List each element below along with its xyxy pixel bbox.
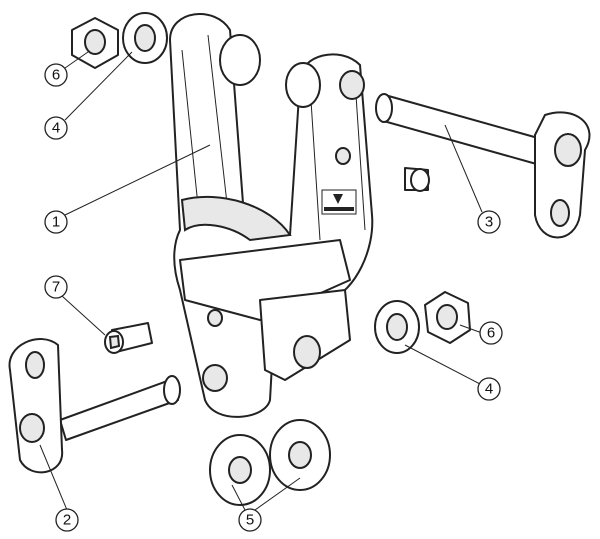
leader-lines [39,51,483,511]
svg-text:5: 5 [246,512,254,529]
nut-right [424,291,471,344]
callout-4-lower: 4 [477,377,501,401]
svg-text:3: 3 [485,214,493,231]
callout-6-lower: 6 [479,321,503,345]
callout-4-upper: 4 [44,116,68,140]
svg-text:6: 6 [52,67,60,84]
washer-right [374,300,420,354]
callout-7: 7 [44,275,68,299]
svg-text:6: 6 [487,325,495,342]
svg-text:7: 7 [52,279,60,296]
bolt-upper [404,167,430,192]
callout-3: 3 [477,210,501,234]
yoke-body [169,13,374,418]
washers-bottom [209,419,331,506]
svg-text:2: 2 [63,512,71,529]
callout-2: 2 [55,508,79,532]
svg-text:1: 1 [52,214,60,231]
washer-upper [122,12,168,64]
callout-6-upper: 6 [44,63,68,87]
bolt-lower [104,322,153,354]
callout-1: 1 [44,210,68,234]
svg-text:4: 4 [485,381,493,398]
nut-upper [71,17,119,69]
pin-lower [8,338,181,474]
svg-text:4: 4 [52,120,60,137]
callout-5: 5 [238,508,262,532]
pin-upper [375,93,591,239]
